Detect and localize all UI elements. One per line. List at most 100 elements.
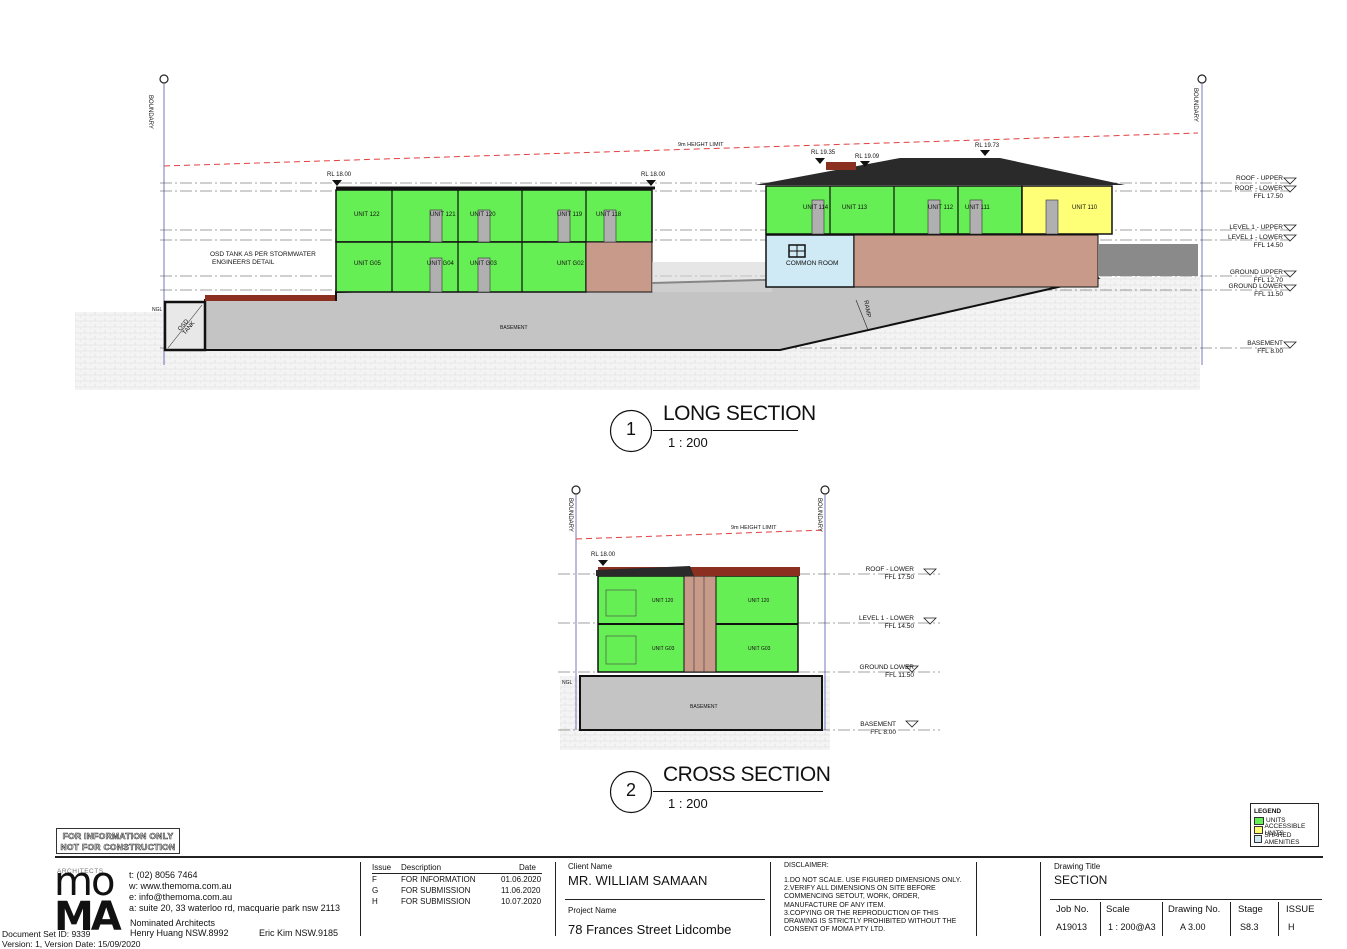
firm-nominated: Nominated Architects <box>130 918 216 928</box>
client-name: MR. WILLIAM SAMAAN <box>568 873 708 888</box>
unit-label: UNIT 114 <box>803 205 829 211</box>
disclaimer-line: DRAWING IS STRICTLY PROHIBITED WITHOUT T… <box>784 918 957 926</box>
issue-cell: H <box>372 897 378 906</box>
issue-cell: 01.06.2020 <box>501 875 542 884</box>
cross-section-number-circle <box>609 770 653 814</box>
long-section-scale: 1 : 200 <box>668 435 708 450</box>
level-name: LEVEL 1 - LOWER <box>1227 234 1283 241</box>
disclaimer-line: MANUFACTURE OF ANY ITEM. <box>784 901 886 909</box>
issue-cell: FOR SUBMISSION <box>401 886 471 895</box>
firm-logo-mo: mo <box>54 859 115 905</box>
job-no-value: A19013 <box>1056 922 1088 932</box>
unit-label: UNIT 119 <box>557 212 583 218</box>
disclaimer-line: 1.DO NOT SCALE. USE FIGURED DIMENSIONS O… <box>784 877 962 884</box>
divider-3 <box>770 862 771 936</box>
level-ffl: FFL 14.50 <box>884 623 914 630</box>
issue-row: H FOR SUBMISSION 10.07.2020 <box>372 896 552 907</box>
long-section-title-rule <box>653 430 798 431</box>
divider-5 <box>1040 862 1041 936</box>
level-ffl: FFL 12.70 <box>1253 277 1283 284</box>
title-block-top-rule <box>55 856 1323 858</box>
right-ground-hatch <box>780 276 1200 390</box>
unit-label: UNIT 113 <box>842 205 868 211</box>
disclaimer-title: DISCLAIMER: <box>784 862 829 869</box>
client-rule <box>565 899 765 900</box>
rl-label-2: RL 18.00 <box>641 172 666 178</box>
cross-section-scale: 1 : 200 <box>668 796 708 811</box>
cross-boundary-left <box>571 485 581 730</box>
osd-note-line1: OSD TANK AS PER STORMWATER <box>210 251 316 258</box>
ngl-label-long: NGL <box>152 307 163 313</box>
level-name: GROUND LOWER <box>859 664 914 671</box>
unit-label: UNIT G03 <box>652 646 675 652</box>
level-name: BASEMENT <box>1247 340 1283 347</box>
issue-header: Description <box>401 863 442 872</box>
drawing-no-value: A 3.00 <box>1180 922 1206 932</box>
level-ffl: FFL 11.50 <box>885 672 914 679</box>
info-only-stamp: FOR INFORMATION ONLY NOT FOR CONSTRUCTIO… <box>56 828 180 854</box>
issue-cell: F <box>372 875 377 884</box>
level-ffl: FFL 11.50 <box>1254 291 1283 298</box>
document-meta: Document Set ID: 9339 Version: 1, Versio… <box>2 929 140 949</box>
long-section-title: LONG SECTION <box>663 402 816 425</box>
issue-row: F FOR INFORMATION 01.06.2020 <box>372 874 552 885</box>
level-ffl: FFL 17.50 <box>1253 193 1283 200</box>
unit-label: UNIT G05 <box>354 261 381 267</box>
boundary-right <box>1197 74 1207 365</box>
legend-item-accessible: ACCESSIBLE UNITS <box>1254 823 1315 837</box>
stage-label: Stage <box>1238 904 1263 915</box>
legend-item-shared: SHARED AMENITIES <box>1254 831 1315 846</box>
height-limit-label: 9m HEIGHT LIMIT <box>678 142 724 148</box>
level-ffl: FFL 8.00 <box>1257 348 1283 355</box>
issue-label: ISSUE <box>1286 904 1315 915</box>
scale-label: Scale <box>1106 904 1130 915</box>
rl-label-4: RL 19.09 <box>855 154 880 160</box>
unit-label: UNIT 111 <box>965 205 990 211</box>
rl-label-3: RL 19.35 <box>811 150 836 156</box>
level-name: LEVEL 1 - UPPER <box>1229 224 1283 231</box>
unit-label: UNIT 122 <box>354 212 380 218</box>
legend-swatch-accessible <box>1254 825 1263 834</box>
drawing-info-table: Job No. Scale Drawing No. Stage ISSUE A1… <box>1050 902 1322 936</box>
legend-swatch-units <box>1254 816 1264 825</box>
long-section-number: 1 <box>625 419 636 439</box>
unit-label: UNIT 120 <box>748 598 770 604</box>
cross-rl-label: RL 18.00 <box>591 552 616 558</box>
rl-label-5: RL 19.73 <box>975 143 1000 149</box>
legend-label: SHARED AMENITIES <box>1264 831 1300 846</box>
drawing-title-label: Drawing Title <box>1054 862 1101 871</box>
cross-basement-label: BASEMENT <box>690 704 718 710</box>
divider-2 <box>555 862 556 936</box>
disclaimer-line: CONSENT OF MOMA PTY LTD. <box>784 926 886 934</box>
firm-email: e: info@themoma.com.au <box>129 892 233 902</box>
unit-label: UNIT G03 <box>470 261 497 267</box>
stamp-line2: NOT FOR CONSTRUCTION <box>60 842 176 853</box>
long-section-drawing <box>75 74 1297 390</box>
firm-phone: t: (02) 8056 7464 <box>129 870 198 880</box>
issue-cell: 10.07.2020 <box>501 897 542 906</box>
long-section-number-circle <box>609 409 653 453</box>
level-name: GROUND LOWER <box>1228 283 1283 290</box>
cross-height-limit-label: 9m HEIGHT LIMIT <box>731 525 777 531</box>
firm-address: a: suite 20, 33 waterloo rd, macquarie p… <box>129 903 340 913</box>
cross-section-number: 2 <box>625 780 636 800</box>
cross-boundary-label-left: BOUNDARY <box>567 498 573 532</box>
issue-header: Date <box>519 863 536 872</box>
drawing-title: SECTION <box>1054 873 1108 887</box>
disclaimer-line: 3.COPYING OR THE REPRODUCTION OF THIS <box>784 909 939 917</box>
client-label: Client Name <box>568 862 613 871</box>
issue-cell: 11.06.2020 <box>501 886 541 895</box>
osd-note: OSD TANK AS PER STORMWATER ENGINEERS DET… <box>210 251 316 267</box>
level-name: GROUND UPPER <box>1229 269 1283 276</box>
issue-table: Issue Description Date F FOR INFORMATION… <box>372 862 552 907</box>
unit-label: UNIT G04 <box>427 261 454 267</box>
firm-architects: ARCHITECTS <box>57 868 104 875</box>
document-version: Version: 1, Version Date: 15/09/2020 <box>2 939 141 949</box>
cross-ngl-label: NGL <box>562 680 573 686</box>
common-room-icon <box>788 244 806 258</box>
project-name: 78 Frances Street Lidcombe <box>568 922 732 937</box>
issue-cell: G <box>372 886 379 895</box>
cross-boundary-right <box>820 485 830 730</box>
issue-value: H <box>1288 922 1295 932</box>
level-ffl: FFL 8.00 <box>870 729 896 736</box>
